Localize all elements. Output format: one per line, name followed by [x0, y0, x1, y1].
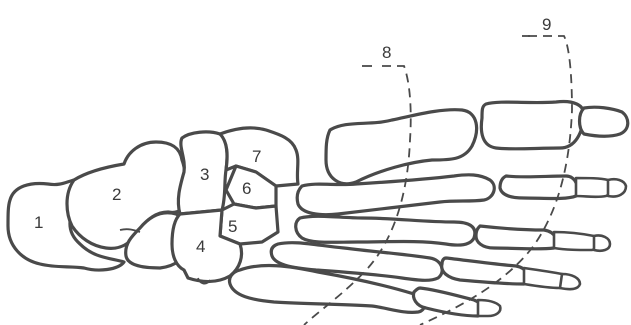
label-5: 5 — [228, 217, 237, 236]
label-9: 9 — [542, 15, 551, 34]
label-3: 3 — [200, 165, 209, 184]
middle-phalanx-3 — [554, 232, 599, 250]
middle-phalanx-5 — [478, 300, 500, 316]
distal-phalanx-4 — [560, 274, 580, 289]
label-1: 1 — [34, 213, 43, 232]
proximal-phalanx-3 — [476, 226, 557, 249]
metatarsal-1 — [326, 110, 477, 184]
distal-phalanx-1 — [580, 107, 628, 136]
label-7: 7 — [252, 147, 261, 166]
label-4: 4 — [196, 237, 205, 256]
label-6: 6 — [242, 179, 251, 198]
middle-phalanx-2 — [576, 178, 612, 197]
label-8: 8 — [382, 43, 391, 62]
metatarsal-2 — [297, 175, 494, 215]
proximal-phalanx-2 — [500, 176, 578, 199]
distal-phalanx-3 — [594, 235, 610, 250]
label-2: 2 — [112, 185, 121, 204]
metatarsal-3 — [296, 216, 475, 245]
proximal-phalanx-4 — [442, 258, 528, 284]
distal-phalanx-2 — [608, 179, 626, 196]
